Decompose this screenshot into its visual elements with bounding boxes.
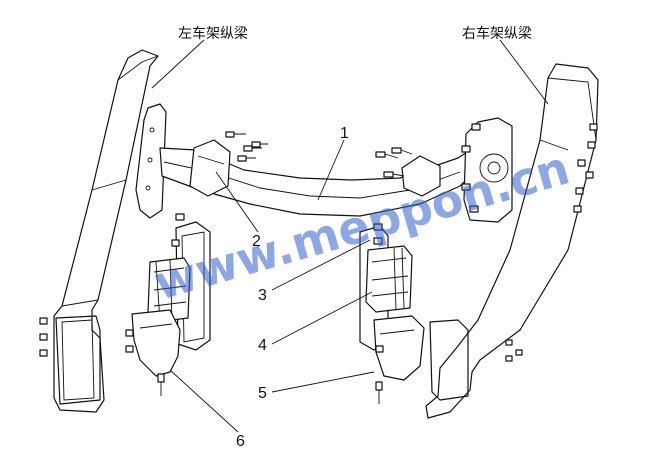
- bolt-group-right-mid: [375, 147, 413, 178]
- right-frame-rail: [425, 63, 599, 419]
- bolt-group-left-upper: [225, 131, 268, 162]
- label-left-frame-rail: 左车架纵梁: [178, 25, 248, 42]
- label-right-frame-rail: 右车架纵梁: [462, 25, 532, 42]
- left-rail-bolts: [39, 317, 48, 357]
- left-upper-bracket: [189, 131, 268, 197]
- callout-3: 3: [258, 287, 267, 304]
- callout-6: 6: [236, 433, 245, 450]
- bolt-group-right-upper: [461, 123, 481, 213]
- left-frame-rail: [39, 49, 167, 413]
- callout-2: 2: [252, 233, 261, 250]
- right-mount-bolts: [373, 223, 384, 404]
- right-upper-bracket: [375, 117, 513, 223]
- callout-5: 5: [258, 385, 267, 402]
- left-mount-assembly: [125, 213, 211, 396]
- leader-lines: [151, 39, 549, 433]
- right-rubber-mount: [365, 245, 413, 313]
- right-rail-bolts: [505, 123, 598, 362]
- left-mount-bolts: [125, 213, 185, 396]
- callout-1: 1: [340, 125, 349, 142]
- right-mount-assembly: [359, 223, 425, 404]
- callout-4: 4: [258, 337, 267, 354]
